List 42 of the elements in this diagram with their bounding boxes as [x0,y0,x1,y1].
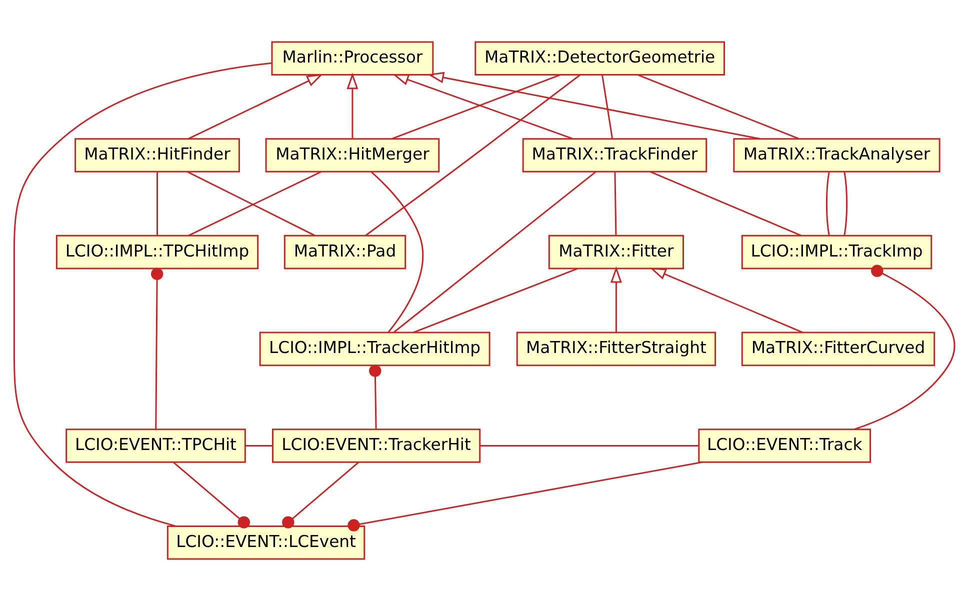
connector [614,171,617,235]
connector [601,74,613,138]
connector [365,74,581,236]
node-box: MaTRIX::TrackFinder [522,138,708,172]
node-box: LCIO:EVENT::TrackerHit [272,428,481,462]
node-box: LCIO::EVENT::LCEvent [166,525,366,560]
node-box: LCIO::IMPL::TrackerHitImp [259,331,490,366]
connector [854,264,956,430]
connector [638,74,800,139]
arrow [650,267,803,333]
node-box: MaTRIX::TrackAnalyser [733,138,940,172]
connector [650,170,802,236]
connector [480,444,698,446]
connector [370,170,424,332]
arrow [428,71,760,140]
node-box: MaTRIX::Fitter [548,234,684,269]
connector [13,62,272,526]
node-box: MaTRIX::HitMerger [265,138,440,172]
connector [369,364,382,428]
node-box: MaTRIX::FitterStraight [516,331,716,366]
connector [348,461,702,531]
connector [172,461,250,528]
node-box: MaTRIX::FitterCurved [741,331,936,366]
connector [826,171,830,235]
node-box: MaTRIX::DetectorGeometrie [474,40,725,75]
connector [150,267,164,428]
node-box: LCIO:EVENT::TPCHit [66,428,246,462]
node-box: MaTRIX::Pad [284,234,406,269]
arrow [188,73,324,139]
node-box: Marlin::Processor [271,40,434,75]
connector [413,267,578,333]
node-box: LCIO::EVENT::Track [698,428,872,462]
connector [282,461,360,528]
connector [156,171,158,235]
connector [844,171,848,235]
connector [394,170,596,332]
node-box: LCIO::IMPL::TPCHitImp [56,234,259,269]
arrow [610,266,622,332]
node-box: MaTRIX::HitFinder [74,138,240,172]
connector [245,444,272,446]
node-box: LCIO::IMPL::TrackImp [741,234,932,269]
arrow [346,72,358,138]
